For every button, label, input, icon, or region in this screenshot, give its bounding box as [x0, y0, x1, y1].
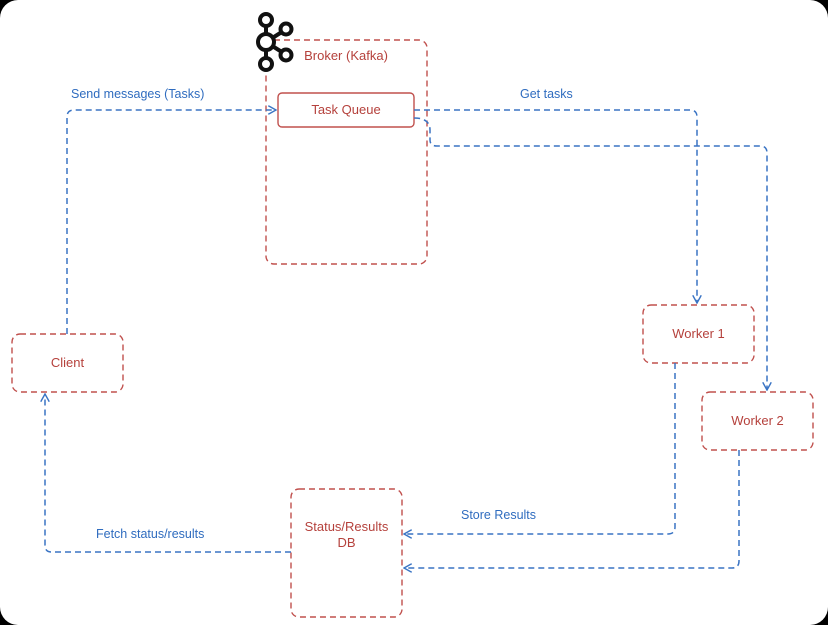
status-db-box: [290, 488, 403, 618]
edge-status-db-to-client: [45, 394, 291, 553]
edge-worker1-to-status-db: [404, 363, 676, 534]
client-box: [11, 333, 124, 393]
edge-task-queue-to-worker1: [414, 109, 697, 303]
task-queue-label: Task Queue: [311, 102, 381, 117]
worker2-label: Worker 2: [731, 413, 784, 428]
send-messages-label: Send messages (Tasks): [71, 87, 205, 101]
store-results-label: Store Results: [461, 508, 537, 522]
edge-client-to-task-queue: [66, 110, 276, 334]
client-label: Client: [50, 355, 85, 370]
get-tasks-label: Get tasks: [520, 87, 573, 101]
broker-box: [265, 39, 428, 265]
edge-task-queue-to-worker2: [413, 117, 767, 390]
worker2-box: [701, 391, 814, 451]
worker1-box: [642, 304, 755, 364]
edge-worker2-to-status-db: [404, 450, 740, 568]
worker1-label: Worker 1: [672, 326, 725, 341]
status-db-label: Status/Results DB: [304, 519, 389, 550]
broker-label: Broker (Kafka): [304, 48, 388, 63]
fetch-status-label: Fetch status/results: [96, 527, 205, 541]
kafka-logo-icon: [256, 12, 294, 72]
